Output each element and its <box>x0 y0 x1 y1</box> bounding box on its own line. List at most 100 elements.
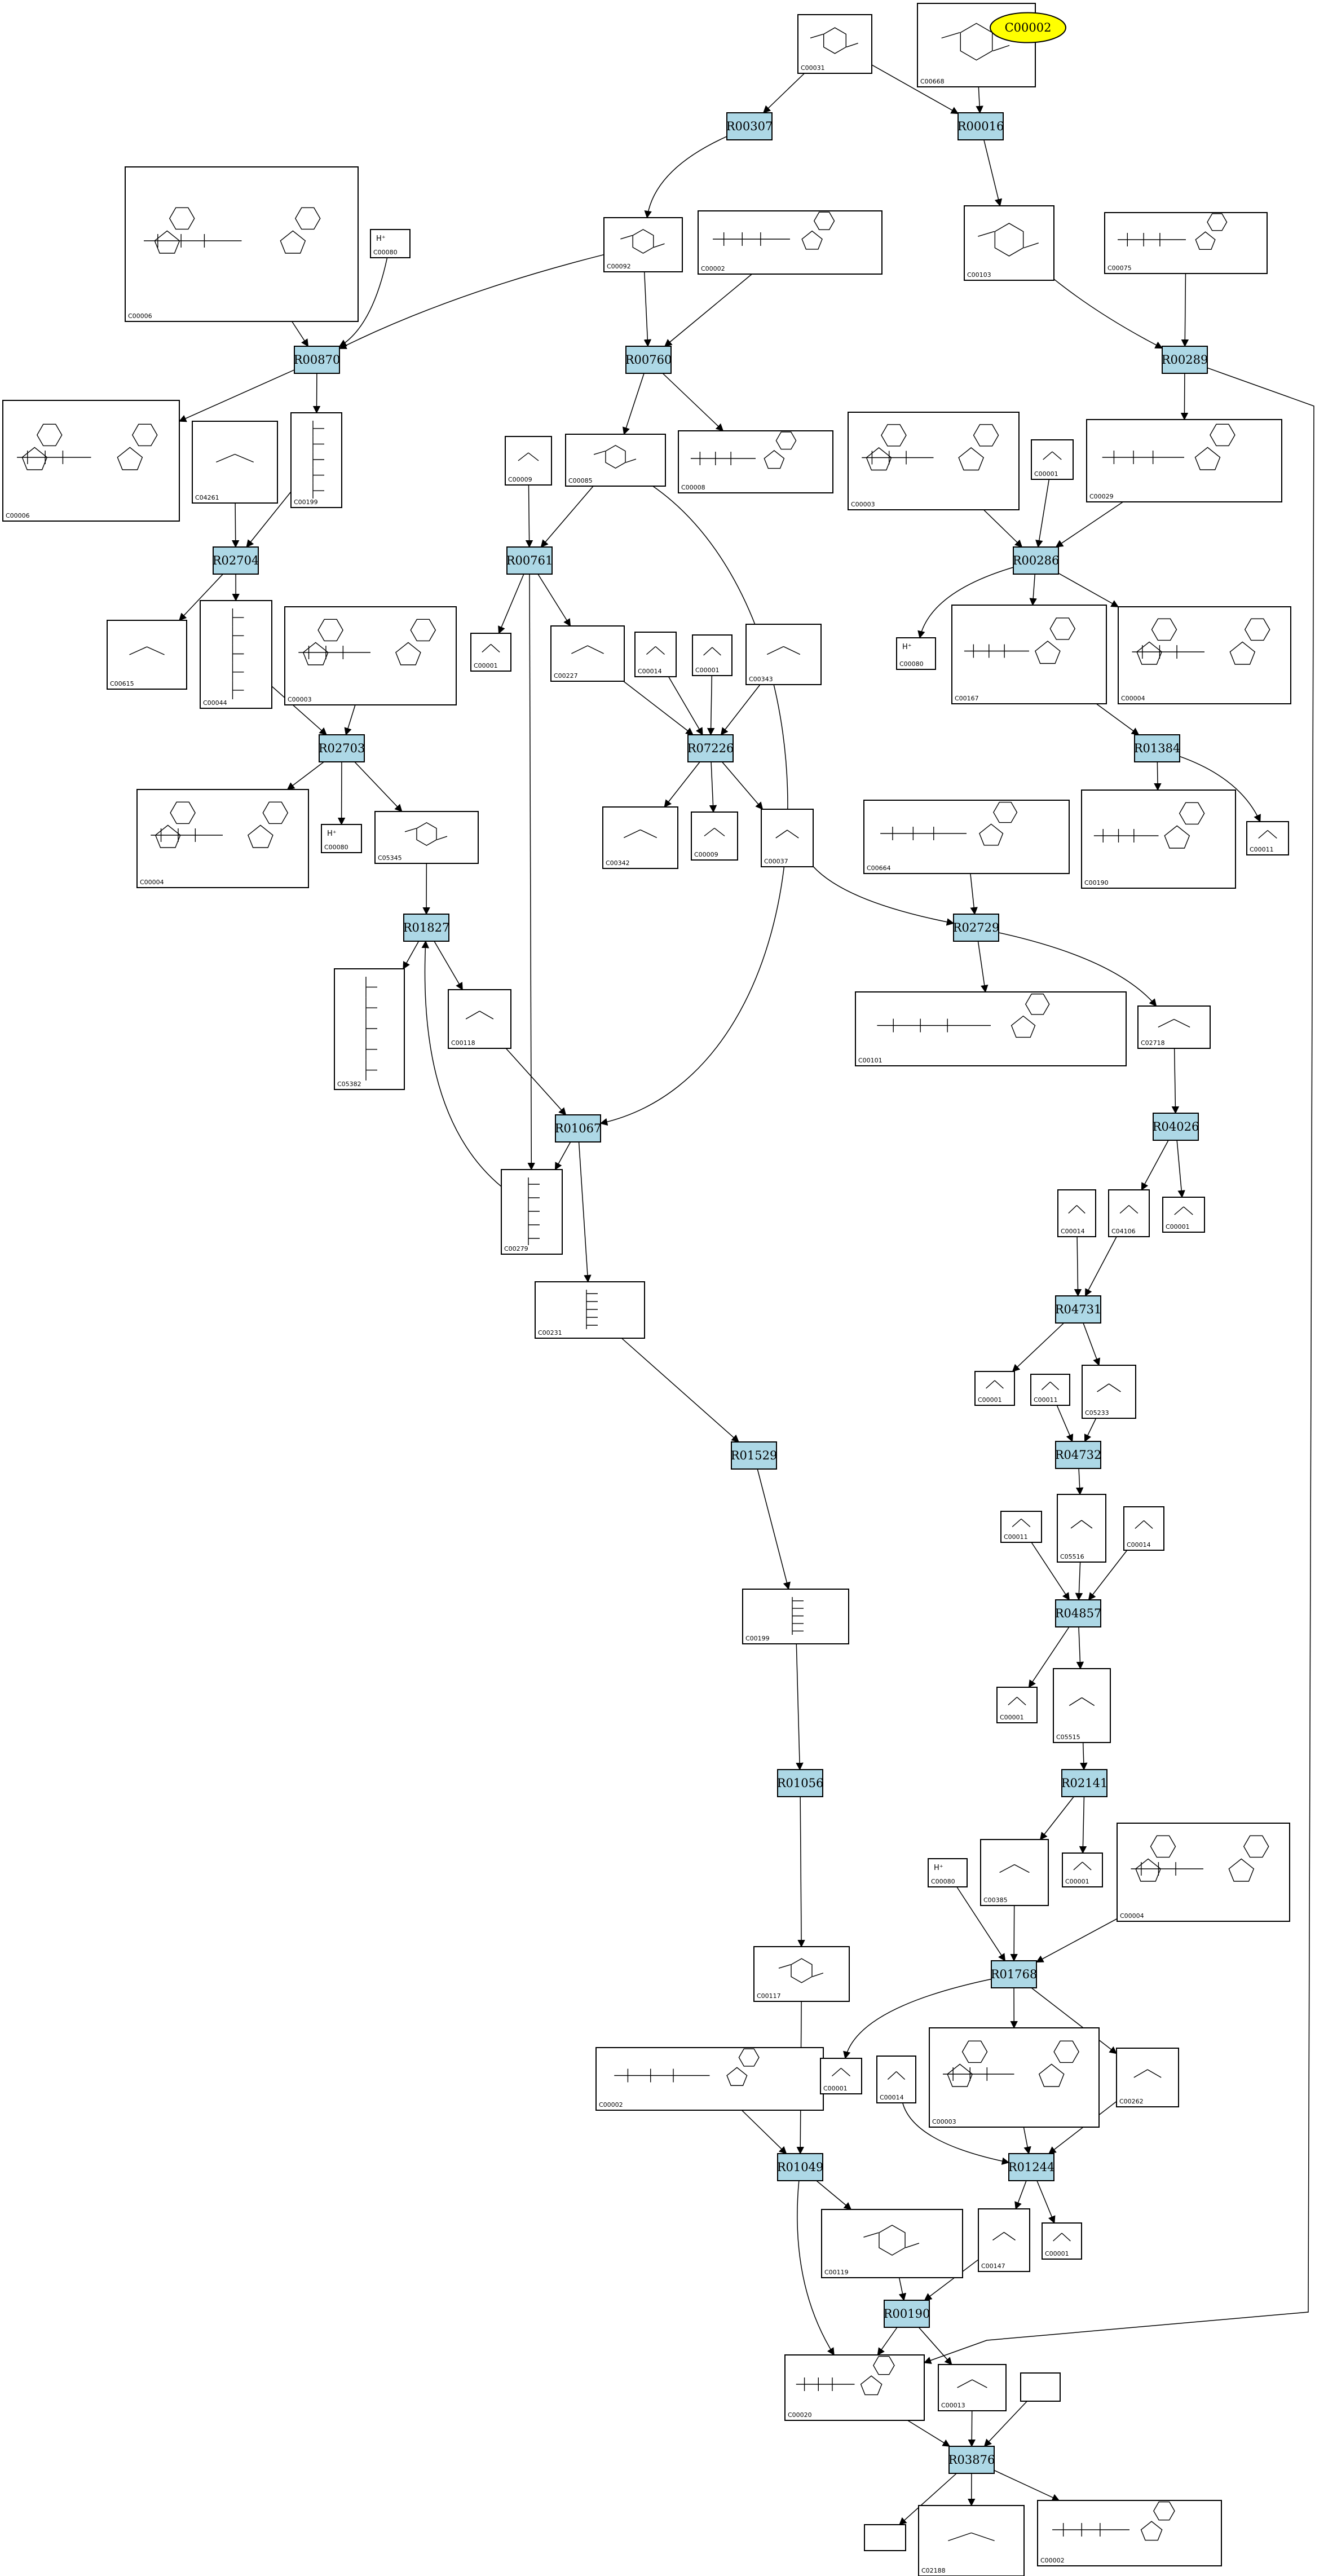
compound-box[interactable] <box>928 1858 968 1887</box>
compound-node[interactable]: C05516 <box>1057 1494 1106 1563</box>
compound-box[interactable] <box>334 968 405 1090</box>
compound-node[interactable]: C00279 <box>501 1169 563 1255</box>
compound-node[interactable]: C05345 <box>374 811 479 864</box>
compound-box[interactable] <box>1030 1374 1070 1406</box>
compound-node[interactable]: C00001 <box>1031 439 1074 480</box>
compound-box[interactable] <box>698 210 882 275</box>
reaction-box[interactable] <box>1055 1599 1101 1627</box>
compound-node[interactable]: C00190 <box>1081 789 1236 889</box>
compound-node[interactable]: C00001 <box>1062 1852 1103 1887</box>
compound-node[interactable]: C00006 <box>125 166 359 322</box>
compound-node[interactable]: C00001 <box>470 633 511 672</box>
compound-box[interactable] <box>603 217 683 272</box>
reaction-node-r04732[interactable]: R04732 <box>1055 1441 1102 1469</box>
compound-node[interactable]: C00262 <box>1116 2048 1179 2107</box>
compound-node[interactable]: C00044 <box>200 600 272 709</box>
reaction-box[interactable] <box>1061 1769 1107 1797</box>
reaction-node-r07226[interactable]: R07226 <box>687 734 734 762</box>
compound-node[interactable]: C02188 <box>918 2505 1025 2576</box>
reaction-node-r04857[interactable]: R04857 <box>1055 1599 1102 1627</box>
compound-node[interactable]: C00664 <box>863 800 1070 874</box>
compound-node[interactable]: C00199 <box>290 412 342 508</box>
reaction-box[interactable] <box>731 1441 777 1470</box>
compound-node[interactable]: C00385 <box>980 1839 1049 1906</box>
compound-node[interactable]: C00020 <box>784 2354 925 2421</box>
compound-box[interactable] <box>602 806 678 869</box>
compound-box[interactable] <box>550 625 625 682</box>
compound-box[interactable] <box>938 2364 1007 2411</box>
reaction-node-r02704[interactable]: R02704 <box>213 546 259 575</box>
reaction-node-r01244[interactable]: R01244 <box>1008 2153 1055 2181</box>
reaction-box[interactable] <box>625 346 672 374</box>
compound-box[interactable] <box>1086 419 1282 502</box>
compound-box[interactable] <box>876 2055 916 2103</box>
compound-box[interactable] <box>290 412 342 508</box>
compound-box[interactable] <box>1081 789 1236 889</box>
reaction-node-r01049[interactable]: R01049 <box>777 2153 824 2181</box>
compound-box[interactable] <box>978 2208 1030 2272</box>
compound-box[interactable] <box>1082 1365 1136 1419</box>
compound-box[interactable] <box>996 1687 1038 1723</box>
compound-node[interactable]: C00001 <box>820 2058 862 2094</box>
reaction-node-r00870[interactable]: R00870 <box>294 346 341 374</box>
reaction-node-r04731[interactable]: R04731 <box>1055 1295 1102 1324</box>
compound-node[interactable]: C00014 <box>1057 1189 1096 1237</box>
reaction-node-r00016[interactable]: R00016 <box>957 112 1004 140</box>
compound-box[interactable] <box>692 634 733 676</box>
compound-node[interactable]: C00013 <box>938 2364 1007 2411</box>
compound-node[interactable]: C00003 <box>284 606 457 705</box>
compound-box[interactable] <box>448 989 511 1049</box>
reaction-node-r03876[interactable]: R03876 <box>948 2446 995 2474</box>
compound-node[interactable]: C00001 <box>974 1371 1015 1406</box>
compound-node[interactable]: C00003 <box>848 412 1020 510</box>
compound-node[interactable]: C04261 <box>192 421 278 504</box>
compound-box[interactable] <box>1057 1189 1096 1237</box>
compound-node[interactable]: C04106 <box>1108 1189 1150 1237</box>
reaction-box[interactable] <box>1162 346 1208 374</box>
compound-node[interactable]: C00002 <box>698 210 882 275</box>
compound-node[interactable]: H⁺C00080 <box>321 824 362 853</box>
reaction-box[interactable] <box>957 112 1004 140</box>
compound-box[interactable] <box>200 600 272 709</box>
compound-box[interactable] <box>848 412 1020 510</box>
compound-box[interactable] <box>1116 2048 1179 2107</box>
compound-node[interactable]: C00001 <box>1042 2222 1082 2260</box>
compound-box[interactable] <box>974 1371 1015 1406</box>
compound-box[interactable] <box>2 400 180 522</box>
compound-box[interactable] <box>863 800 1070 874</box>
compound-box[interactable] <box>1031 439 1074 480</box>
highlight-ellipse[interactable] <box>990 12 1066 43</box>
compound-node[interactable] <box>864 2524 906 2551</box>
reaction-node-r01056[interactable]: R01056 <box>777 1769 824 1797</box>
compound-box[interactable] <box>595 2047 824 2111</box>
compound-box[interactable] <box>1042 2222 1082 2260</box>
compound-box[interactable] <box>761 809 814 867</box>
compound-node[interactable]: C00199 <box>742 1589 849 1644</box>
compound-box[interactable] <box>929 2027 1100 2128</box>
compound-box[interactable] <box>1123 1506 1164 1551</box>
compound-node[interactable]: C00002 <box>1037 2500 1222 2566</box>
reaction-box[interactable] <box>991 1960 1037 1988</box>
reaction-box[interactable] <box>777 1769 823 1797</box>
compound-box[interactable] <box>742 1589 849 1644</box>
compound-node[interactable]: C00343 <box>745 624 822 685</box>
compound-box[interactable] <box>821 2209 963 2278</box>
compound-node[interactable]: C00119 <box>821 2209 963 2278</box>
reaction-box[interactable] <box>726 112 773 140</box>
compound-node[interactable]: C00227 <box>550 625 625 682</box>
compound-node[interactable]: C00009 <box>505 436 552 486</box>
compound-box[interactable] <box>745 624 822 685</box>
reaction-node-r01827[interactable]: R01827 <box>403 914 450 942</box>
compound-box[interactable] <box>753 1946 850 2002</box>
reaction-box[interactable] <box>213 546 259 575</box>
compound-node[interactable]: C00004 <box>1118 606 1291 704</box>
compound-box[interactable] <box>284 606 457 705</box>
reaction-box[interactable] <box>953 914 999 942</box>
compound-box[interactable] <box>107 620 187 690</box>
compound-node[interactable]: C02718 <box>1137 1005 1211 1049</box>
compound-node[interactable]: C00003 <box>929 2027 1100 2128</box>
compound-box[interactable] <box>136 789 309 888</box>
compound-box[interactable] <box>797 14 872 74</box>
compound-box[interactable] <box>1137 1005 1211 1049</box>
compound-box[interactable] <box>565 434 666 487</box>
